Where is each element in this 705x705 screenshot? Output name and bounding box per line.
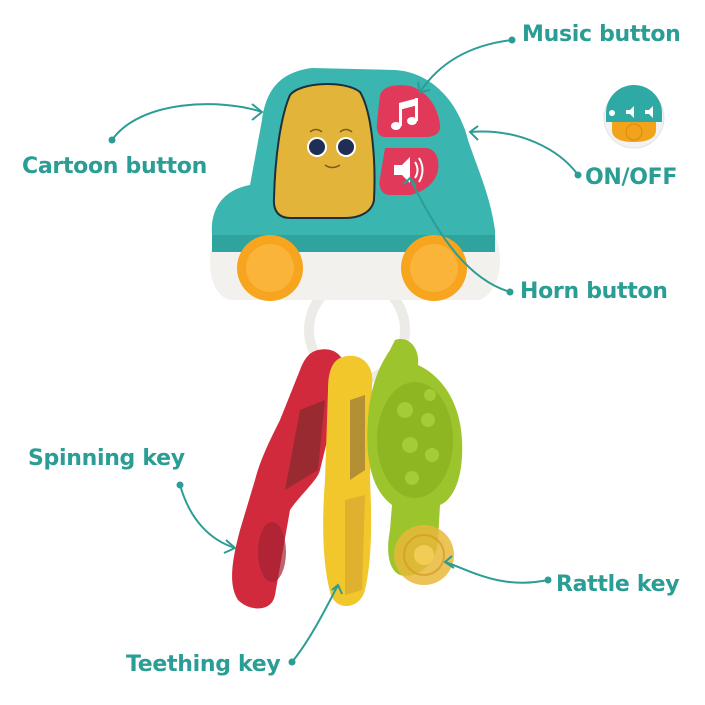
wheel-right [401,235,467,301]
leader-lines [111,39,579,663]
teething-key [323,355,373,607]
music-button[interactable] [376,85,441,137]
music-note-icon [391,98,418,130]
rattle-key [367,339,463,576]
rattle-disc [394,525,454,585]
spinning-key [232,349,345,609]
horn-speaker-icon [394,157,424,183]
wheel-left [237,235,303,301]
arrowheads [223,81,479,595]
rattle-key-label: Rattle key [556,572,680,597]
spinning-key-label: Spinning key [28,446,185,471]
teething-key-label: Teething key [126,652,281,677]
horn-button-label: Horn button [520,279,668,304]
cartoon-button[interactable] [272,83,376,219]
on-off-label: ON/OFF [585,165,678,190]
volume-switch-icon [603,85,665,149]
horn-button[interactable] [379,148,439,195]
cartoon-button-label: Cartoon button [22,154,207,179]
music-button-label: Music button [522,22,681,47]
leader-dots [108,36,582,666]
